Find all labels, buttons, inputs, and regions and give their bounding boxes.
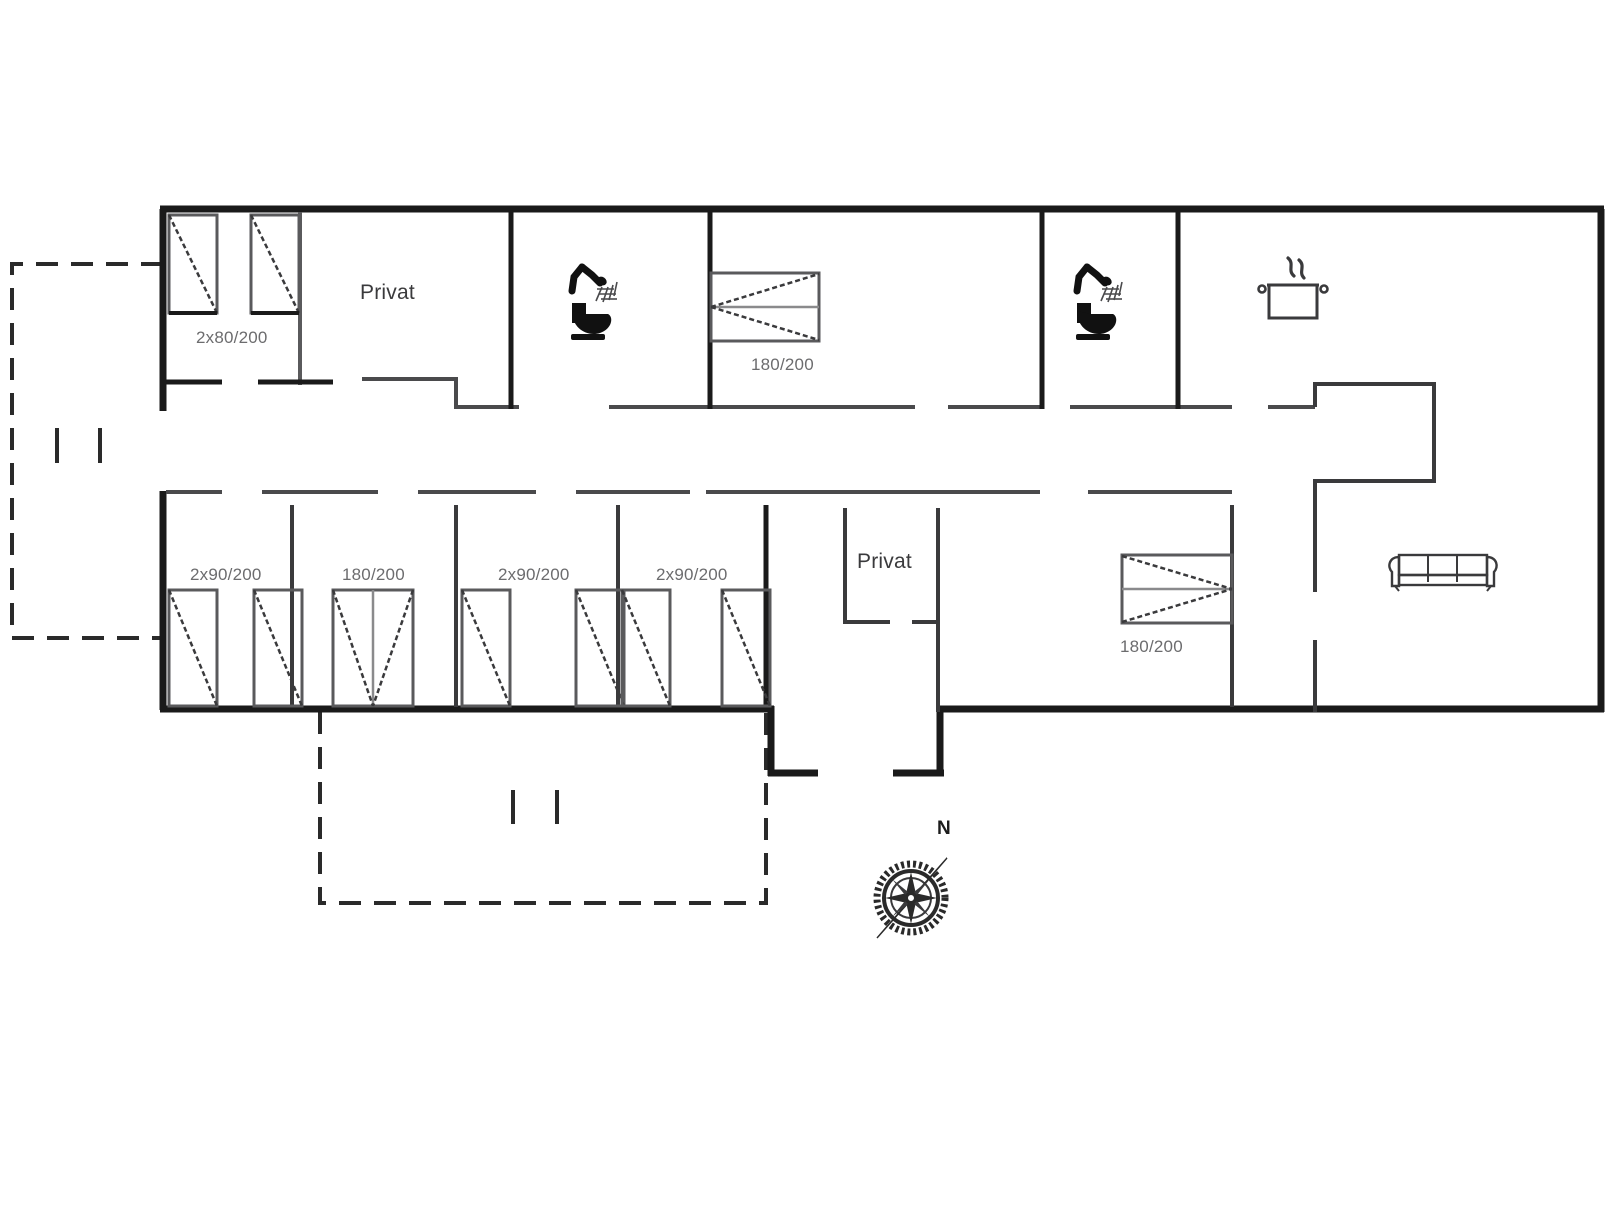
room-label-privat-top: Privat [360,281,415,304]
bed-dimension-label-lower-1: 2x90/200 [190,565,262,584]
terrace-bottom [318,712,768,905]
bed-double-top-mid [709,271,821,343]
bed-pair-lower-3 [460,588,626,708]
bed-dimension-label-lower-right: 180/200 [1120,637,1183,656]
bed-pair-lower-4 [620,588,772,708]
shower-toilet-icon-right [1073,263,1123,340]
bed-double-lower-2 [331,588,415,708]
terrace-left [10,262,163,640]
compass-rose-icon [873,857,949,939]
cooking-pot-icon [1257,256,1329,320]
bed-dimension-label-lower-3: 2x90/200 [498,565,570,584]
shower-toilet-icon-left [568,263,618,340]
room-label-privat-bottom: Privat [857,550,912,573]
bed-dimension-label-lower-2: 180/200 [342,565,405,584]
building-outline [159,205,1605,777]
compass-north-label: N [937,818,951,839]
sofa-icon [1388,553,1498,592]
upper-interior-walls [166,212,1315,409]
bed-pair-top-left [167,213,301,315]
kitchen-counter [1313,382,1436,500]
bed-dimension-label-top-left: 2x80/200 [196,328,268,347]
lower-room-dividers [290,505,1234,707]
bed-pair-lower-1 [167,588,304,708]
bed-dimension-label-lower-4: 2x90/200 [656,565,728,584]
bed-double-lower-right [1120,553,1234,625]
lower-privat-room [843,508,940,712]
bed-dimension-label-top-mid: 180/200 [751,355,814,374]
